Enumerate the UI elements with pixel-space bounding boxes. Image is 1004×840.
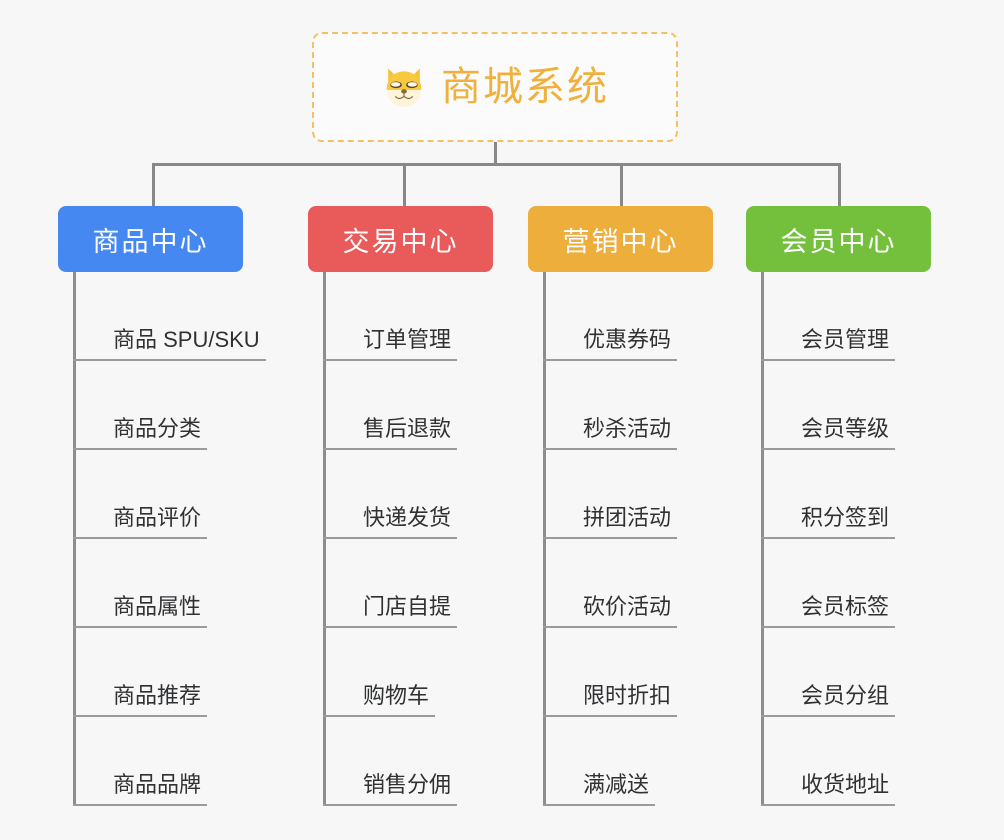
branch-spine [323, 272, 326, 806]
category-header-1[interactable]: 商品中心 [58, 206, 243, 272]
leaf-column-3: 优惠券码秒杀活动拼团活动砍价活动限时折扣满减送 [543, 272, 695, 806]
leaf-item[interactable]: 门店自提 [323, 539, 475, 628]
leaf-column-2: 订单管理售后退款快递发货门店自提购物车销售分佣 [323, 272, 475, 806]
leaf-item-underline [73, 626, 207, 628]
leaf-item[interactable]: 限时折扣 [543, 628, 695, 717]
category-header-label: 商品中心 [92, 226, 209, 257]
leaf-item[interactable]: 售后退款 [323, 361, 475, 450]
leaf-item[interactable]: 销售分佣 [323, 717, 475, 806]
leaf-item-label: 订单管理 [363, 327, 452, 352]
branch-spine [543, 272, 546, 806]
leaf-item[interactable]: 订单管理 [323, 272, 475, 361]
leaf-item-label: 优惠券码 [583, 327, 672, 352]
leaf-item-label: 销售分佣 [363, 772, 452, 797]
leaf-item[interactable]: 会员等级 [761, 361, 913, 450]
leaf-item-underline [543, 715, 677, 717]
leaf-item-label: 秒杀活动 [583, 416, 672, 441]
root-node-title: 商城系统 [441, 65, 609, 109]
leaf-item[interactable]: 会员标签 [761, 539, 913, 628]
shiba-dog-icon [386, 68, 422, 108]
category-header-3[interactable]: 营销中心 [528, 206, 713, 272]
leaf-item-underline [73, 448, 207, 450]
connector-root-stem [494, 142, 497, 166]
leaf-item-label: 会员分组 [801, 683, 890, 708]
leaf-item-label: 商品推荐 [113, 683, 202, 708]
leaf-item[interactable]: 购物车 [323, 628, 475, 717]
leaf-item[interactable]: 商品 SPU/SKU [73, 272, 278, 361]
leaf-item[interactable]: 商品推荐 [73, 628, 278, 717]
leaf-item[interactable]: 商品品牌 [73, 717, 278, 806]
leaf-item-underline [543, 359, 677, 361]
leaf-item-underline [73, 804, 207, 806]
leaf-item-label: 商品分类 [113, 416, 202, 441]
leaf-item-label: 会员标签 [801, 594, 890, 619]
leaf-item-underline [323, 626, 457, 628]
leaf-item-label: 购物车 [363, 683, 430, 708]
leaf-item-label: 商品 SPU/SKU [113, 327, 260, 352]
leaf-item-underline [761, 448, 895, 450]
leaf-item-underline [323, 804, 457, 806]
leaf-item-underline [323, 359, 457, 361]
leaf-item-label: 收货地址 [801, 772, 890, 797]
leaf-item[interactable]: 商品评价 [73, 450, 278, 539]
leaf-item[interactable]: 拼团活动 [543, 450, 695, 539]
leaf-item[interactable]: 商品分类 [73, 361, 278, 450]
leaf-item-label: 快递发货 [363, 505, 452, 530]
root-node-mall-system[interactable]: 商城系统 [312, 32, 678, 142]
leaf-item[interactable]: 满减送 [543, 717, 695, 806]
leaf-item-underline [543, 804, 655, 806]
category-header-label: 会员中心 [780, 226, 897, 257]
leaf-item-underline [73, 715, 207, 717]
leaf-item-label: 会员等级 [801, 416, 890, 441]
branch-spine [73, 272, 76, 806]
leaf-item-label: 积分签到 [801, 505, 890, 530]
leaf-item-underline [761, 359, 895, 361]
connector-drop-3 [620, 163, 623, 208]
leaf-item[interactable]: 秒杀活动 [543, 361, 695, 450]
leaf-item[interactable]: 会员分组 [761, 628, 913, 717]
leaf-item[interactable]: 商品属性 [73, 539, 278, 628]
leaf-item-label: 拼团活动 [583, 505, 672, 530]
leaf-item-underline [761, 537, 895, 539]
leaf-item-underline [323, 715, 435, 717]
category-header-label: 营销中心 [562, 226, 679, 257]
branch-spine [761, 272, 764, 806]
category-header-4[interactable]: 会员中心 [746, 206, 931, 272]
leaf-item-underline [543, 537, 677, 539]
leaf-item-label: 商品评价 [113, 505, 202, 530]
leaf-item-label: 限时折扣 [583, 683, 672, 708]
leaf-column-1: 商品 SPU/SKU 商品分类商品评价商品属性商品推荐商品品牌 [73, 272, 278, 806]
leaf-item[interactable]: 会员管理 [761, 272, 913, 361]
leaf-item-underline [543, 448, 677, 450]
leaf-item[interactable]: 砍价活动 [543, 539, 695, 628]
leaf-item[interactable]: 快递发货 [323, 450, 475, 539]
connector-drop-4 [838, 163, 841, 208]
leaf-item-underline [761, 626, 895, 628]
connector-drop-1 [152, 163, 155, 208]
leaf-item-label: 售后退款 [363, 416, 452, 441]
leaf-column-4: 会员管理会员等级积分签到会员标签会员分组收货地址 [761, 272, 913, 806]
leaf-item-label: 门店自提 [363, 594, 452, 619]
leaf-item-label: 商品属性 [113, 594, 202, 619]
leaf-item[interactable]: 优惠券码 [543, 272, 695, 361]
leaf-item[interactable]: 积分签到 [761, 450, 913, 539]
leaf-item-underline [543, 626, 677, 628]
leaf-item-label: 满减送 [583, 772, 650, 797]
leaf-item-underline [73, 359, 266, 361]
leaf-item-label: 砍价活动 [583, 594, 672, 619]
leaf-item[interactable]: 收货地址 [761, 717, 913, 806]
leaf-item-underline [761, 804, 895, 806]
leaf-item-underline [323, 537, 457, 539]
leaf-item-label: 商品品牌 [113, 772, 202, 797]
connector-horizontal-bus [152, 163, 841, 166]
connector-drop-2 [403, 163, 406, 208]
leaf-item-underline [73, 537, 207, 539]
leaf-item-label: 会员管理 [801, 327, 890, 352]
leaf-item-underline [323, 448, 457, 450]
category-header-2[interactable]: 交易中心 [308, 206, 493, 272]
category-header-label: 交易中心 [342, 226, 459, 257]
leaf-item-underline [761, 715, 895, 717]
